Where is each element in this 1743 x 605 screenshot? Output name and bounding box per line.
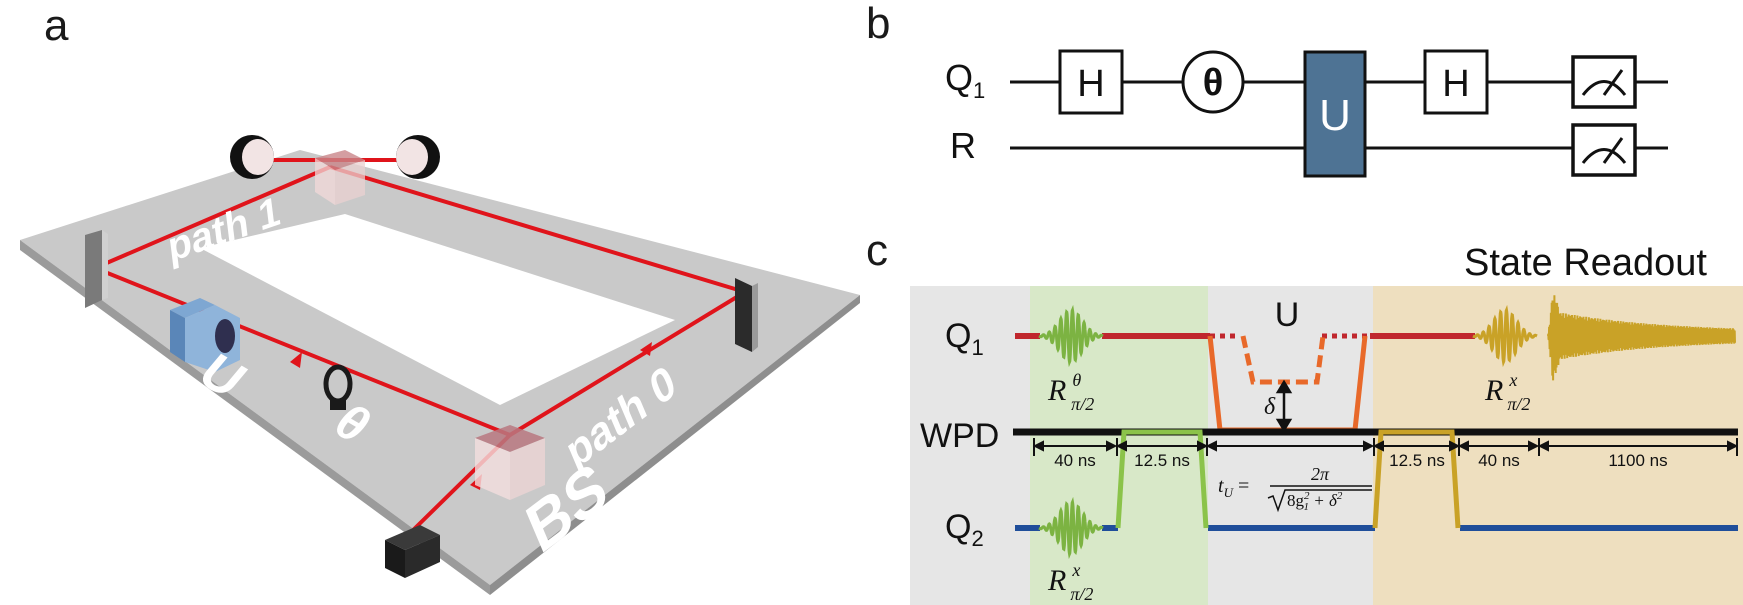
rotation-label-r1-base: R (1047, 374, 1066, 407)
duration-1: 40 ns (1054, 451, 1096, 470)
gate-theta (1181, 50, 1245, 114)
beam-splitter-icon (475, 425, 545, 500)
duration-3: 12.5 ns (1389, 451, 1445, 470)
gate-h1 (1058, 49, 1124, 115)
rotation-label-r2-sub: π/2 (1070, 584, 1093, 604)
gate-h1-label: H (1077, 63, 1104, 105)
mirror-right-icon (735, 278, 758, 352)
panel-b-letter: b (866, 0, 890, 48)
formula-eq: = (1233, 475, 1249, 497)
swap-pulse-1 (1115, 429, 1209, 529)
rotation-label-r1-sub: π/2 (1071, 394, 1094, 414)
duration-4: 40 ns (1478, 451, 1520, 470)
laser-source-icon (385, 525, 440, 578)
rotation-label-r3-base: R (1484, 374, 1503, 407)
wire-label-q1: Q1 (945, 57, 985, 103)
wavelet-q1-icon (1038, 304, 1104, 368)
wire-label-q1-sub: 1 (973, 78, 985, 103)
gate-u-label: U (1319, 91, 1351, 140)
formula-lhs-sub: U (1224, 485, 1235, 500)
gate-h2 (1423, 49, 1489, 115)
row-label-q1: Q1 (945, 317, 984, 360)
panel-a: a (20, 1, 860, 595)
detector-left-icon (230, 135, 274, 179)
measure-r-icon (1571, 123, 1637, 177)
panel-c-letter: c (866, 226, 888, 275)
formula-lhs-t: t (1218, 475, 1224, 497)
delta-label: δ (1264, 394, 1276, 420)
delta-arrow (1275, 379, 1293, 433)
rotation-label-r3-sup: x (1508, 370, 1517, 390)
row-label-q2-sub: 2 (971, 526, 983, 551)
rotation-label-r2-base: R (1047, 564, 1066, 597)
wire-label-q1-text: Q (945, 57, 973, 98)
gate-theta-label: θ (1203, 62, 1224, 104)
duration-arrows (1032, 438, 1739, 456)
panel-b: b Q1 R H θ U H (866, 0, 1668, 178)
formula-den-tail: + δ (1309, 491, 1338, 510)
panel-a-letter: a (44, 1, 69, 50)
platform-edge-right (490, 295, 860, 595)
row-label-q2-text: Q (945, 508, 971, 546)
duration-2: 12.5 ns (1134, 451, 1190, 470)
detector-right-icon (396, 135, 440, 179)
duration-5: 1100 ns (1608, 451, 1667, 470)
wavelet-q1-readout-icon (1472, 304, 1538, 368)
platform-opening (200, 214, 675, 405)
row-label-wpd: WPD (920, 417, 999, 455)
formula-den-tail-sup: 2 (1337, 490, 1343, 502)
u-pulse-label: U (1275, 296, 1300, 334)
gate-h2-label: H (1442, 63, 1469, 105)
swap-pulse-2 (1372, 429, 1461, 529)
mirror-left-icon (85, 230, 108, 308)
unitary-element-icon (170, 298, 240, 372)
beam-splitter-top-icon (315, 150, 365, 205)
measure-q1-icon (1571, 55, 1637, 109)
formula-den-8g: 8g (1287, 491, 1305, 510)
row-label-q1-text: Q (945, 317, 971, 355)
phase-shifter-icon (323, 364, 353, 410)
row-label-q1-sub: 1 (971, 335, 983, 360)
row-label-q2: Q2 (945, 508, 984, 551)
formula-lhs: tU = (1218, 475, 1249, 500)
panel-c: c State Readout Q1 WPD Q2 U (866, 226, 1743, 605)
platform-edge (20, 240, 490, 595)
wire-label-r: R (950, 125, 976, 166)
rotation-label-r1-sup: θ (1072, 370, 1081, 390)
bg-col-1 (910, 286, 1030, 605)
formula-den-sup: 2 (1304, 490, 1310, 502)
wavelet-q2-icon (1038, 496, 1104, 560)
rotation-label-r3-sub: π/2 (1507, 394, 1530, 414)
formula-den-sub: 1 (1304, 501, 1310, 513)
state-readout-title: State Readout (1464, 242, 1707, 284)
rotation-label-r2-sup: x (1071, 560, 1080, 580)
gate-u (1303, 50, 1367, 178)
readout-signal-icon (1547, 295, 1736, 381)
formula-numerator: 2π (1311, 464, 1330, 484)
